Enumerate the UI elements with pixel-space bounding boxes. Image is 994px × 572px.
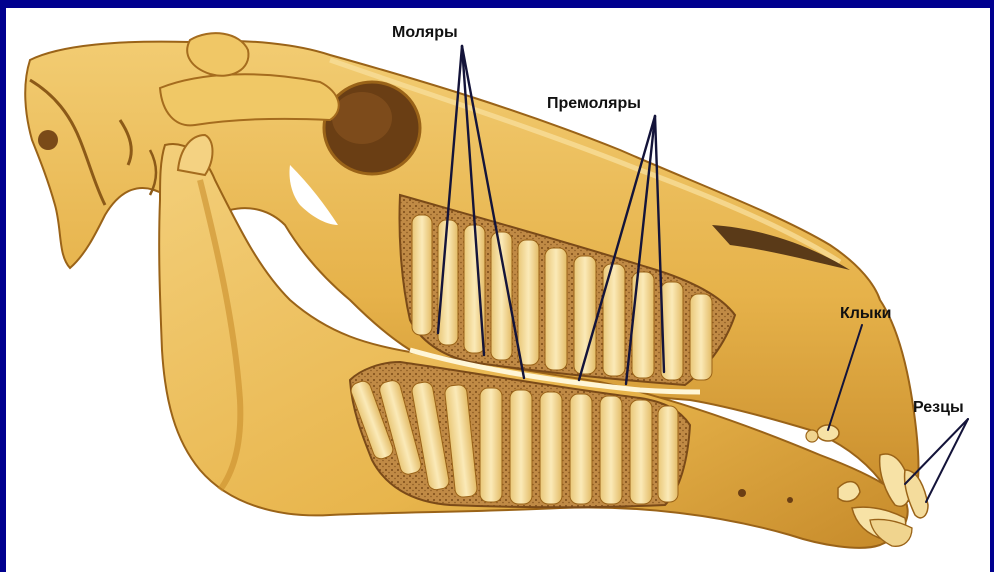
label-molars: Моляры xyxy=(392,24,458,41)
label-premolars: Премоляры xyxy=(547,95,641,112)
label-canines: Клыки xyxy=(840,305,891,322)
zygomatic-arch xyxy=(160,74,339,125)
label-incisors: Резцы xyxy=(913,399,964,416)
